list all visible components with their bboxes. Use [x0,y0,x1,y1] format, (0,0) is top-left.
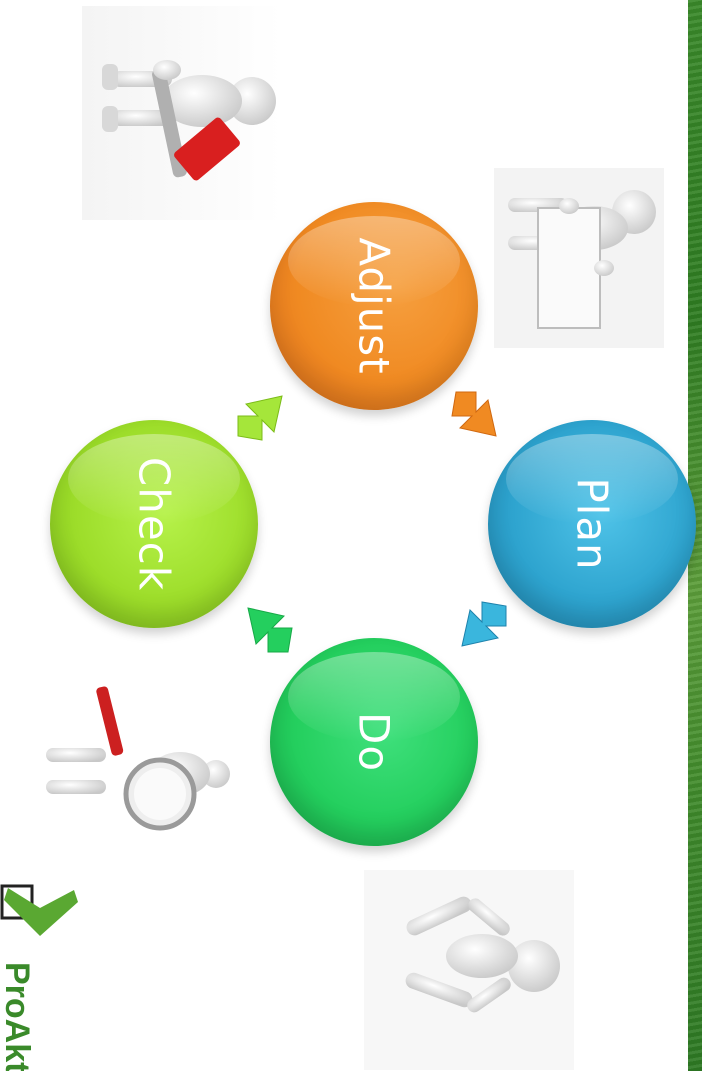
adjust-circle: Adjust [270,202,478,410]
running-figure [364,870,574,1070]
check-circle: Check [50,420,258,628]
do-label: Do [350,712,399,772]
arrow-plan-to-do [456,596,516,656]
logo-text: ProAkt [0,962,36,1071]
arrow-check-to-adjust [228,386,288,446]
proakt-logo: ProAkt [0,880,80,1071]
arrow-adjust-to-plan [446,386,506,446]
check-label: Check [130,457,179,591]
plan-circle: Plan [488,420,696,628]
clipboard-figure [494,168,664,348]
adjust-label: Adjust [350,237,399,374]
do-circle: Do [270,638,478,846]
magnifier-figure [40,682,230,852]
plan-label: Plan [568,477,617,570]
hammer-figure [82,6,282,220]
checkmark-box-icon [2,886,78,936]
arrow-do-to-check [238,602,298,662]
